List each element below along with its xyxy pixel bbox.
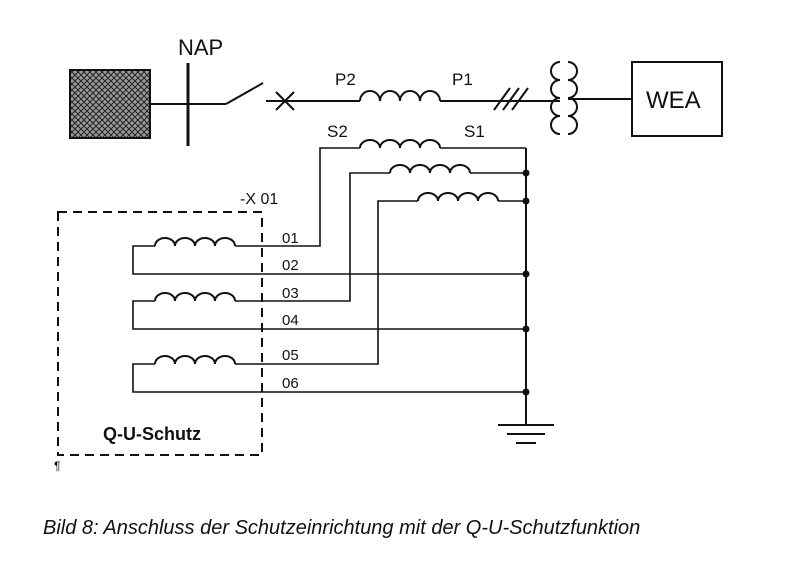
wea-label: WEA bbox=[646, 87, 701, 114]
grid-network-block bbox=[69, 69, 151, 139]
switch-blade bbox=[225, 82, 264, 105]
ct-secondary-1-coil bbox=[359, 139, 441, 149]
relay-input-1-coil bbox=[154, 237, 236, 247]
phase-slash-2 bbox=[502, 87, 520, 111]
ct-secondary-2-coil bbox=[389, 164, 471, 174]
pilcrow-mark: ¶ bbox=[54, 459, 60, 473]
wea-box bbox=[631, 61, 723, 137]
p1-label: P1 bbox=[452, 70, 473, 89]
phase-slash-1 bbox=[493, 87, 511, 111]
junction-dot bbox=[522, 197, 530, 205]
nap-label: NAP bbox=[178, 35, 223, 60]
phase-slash-3 bbox=[511, 87, 529, 111]
ct-secondary-3-lead bbox=[262, 200, 418, 365]
q-u-schutz-label: Q-U-Schutz bbox=[103, 424, 201, 444]
terminal-label: 01 bbox=[282, 230, 299, 247]
junction-dot bbox=[522, 169, 530, 177]
s2-label: S2 bbox=[327, 122, 348, 141]
figure-caption: Bild 8: Anschluss der Schutzeinrichtung … bbox=[43, 517, 640, 539]
terminal-label: 04 bbox=[282, 312, 299, 329]
connector-label: -X 01 bbox=[240, 191, 278, 208]
terminal-label: 06 bbox=[282, 375, 299, 392]
ct-secondary-1-lead bbox=[262, 147, 360, 247]
terminal-label: 02 bbox=[282, 257, 299, 274]
q-u-schutz-box bbox=[57, 211, 263, 456]
relay-input-2-return bbox=[132, 300, 526, 330]
terminal-label: 03 bbox=[282, 285, 299, 302]
ct-primary-coil bbox=[359, 90, 441, 102]
ct-secondary-2-lead bbox=[262, 172, 390, 302]
relay-input-2-coil bbox=[154, 292, 236, 302]
relay-input-3-coil bbox=[154, 355, 236, 365]
relay-input-3-return bbox=[132, 363, 526, 393]
p2-label: P2 bbox=[335, 70, 356, 89]
terminal-label: 05 bbox=[282, 347, 299, 364]
relay-input-1-return bbox=[132, 245, 526, 275]
ct-secondary-3-coil bbox=[417, 192, 499, 202]
transformer-winding-left bbox=[550, 61, 561, 135]
s1-label: S1 bbox=[464, 122, 485, 141]
